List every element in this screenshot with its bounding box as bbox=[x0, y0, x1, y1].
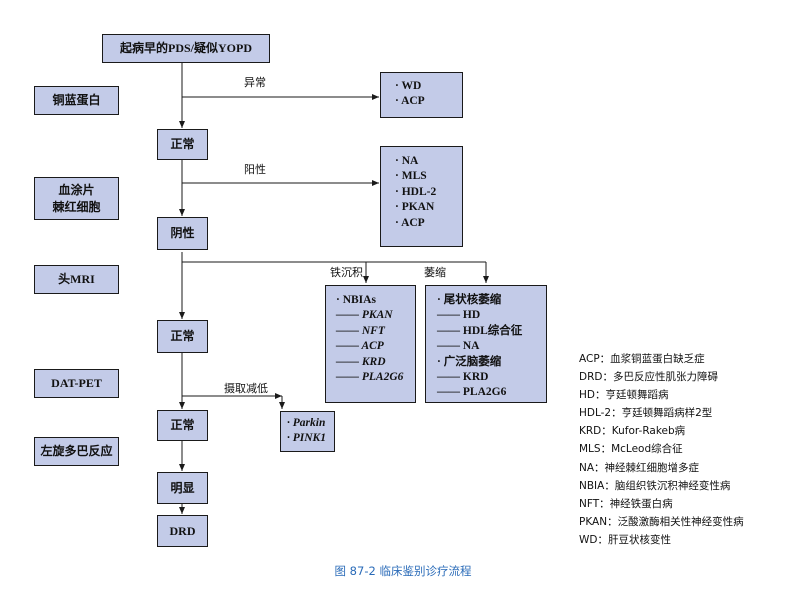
outcome-iron-box: · NBIAs —— PKAN —— NFT —— ACP —— KRD —— … bbox=[325, 285, 416, 403]
legend-item: PKAN：泛酸激酶相关性神经变性病 bbox=[579, 515, 744, 528]
step-normal-3: 正常 bbox=[157, 410, 208, 441]
outcome-item: —— NFT bbox=[336, 324, 385, 337]
start-text: 起病早的PDS/疑似YOPD bbox=[119, 41, 252, 55]
outcome-item: · PKAN bbox=[395, 201, 435, 214]
step-text: 正常 bbox=[170, 137, 195, 151]
outcome-item: —— PLA2G6 bbox=[437, 386, 507, 399]
outcome-item: · 广泛脑萎缩 bbox=[437, 355, 502, 368]
outcome-copper-box: · WD · ACP bbox=[380, 72, 463, 118]
step-normal-1: 正常 bbox=[157, 129, 208, 160]
test-text: 铜蓝蛋白 bbox=[52, 93, 101, 107]
figure-caption: 图 87-2 临床鉴别诊疗流程 bbox=[334, 564, 472, 578]
outcome-item: · HDL-2 bbox=[395, 185, 437, 198]
legend-item: DRD：多巴反应性肌张力障碍 bbox=[579, 371, 718, 384]
outcome-dat-box: · Parkin · PINK1 bbox=[280, 411, 335, 452]
outcome-item: —— ACP bbox=[336, 340, 384, 353]
step-negative: 阴性 bbox=[157, 217, 208, 250]
legend-item: NA：神经棘红细胞增多症 bbox=[579, 461, 700, 474]
step-obvious: 明显 bbox=[157, 472, 208, 504]
test-ceruloplasmin: 铜蓝蛋白 bbox=[34, 86, 119, 115]
step-drd: DRD bbox=[157, 515, 208, 547]
outcome-item: · WD bbox=[395, 80, 422, 92]
step-text: 正常 bbox=[170, 329, 195, 343]
test-text: DAT-PET bbox=[51, 376, 102, 390]
outcome-item: —— PKAN bbox=[336, 309, 393, 322]
outcome-item: —— HD bbox=[437, 309, 481, 322]
step-text: 明显 bbox=[170, 480, 195, 495]
outcome-item: · MLS bbox=[395, 170, 427, 183]
test-dat-pet: DAT-PET bbox=[34, 369, 119, 398]
test-levodopa-response: 左旋多巴反应 bbox=[34, 437, 119, 466]
outcome-atrophy-box: · 尾状核萎缩 —— HD —— HDL综合征 —— NA · 广泛脑萎缩 ——… bbox=[425, 285, 547, 403]
outcome-smear-box: · NA · MLS · HDL-2 · PKAN · ACP bbox=[380, 146, 463, 247]
label-atrophy: 萎缩 bbox=[424, 266, 446, 279]
outcome-item: —— HDL综合征 bbox=[437, 324, 523, 337]
test-head-mri: 头MRI bbox=[34, 265, 119, 294]
outcome-item: · PINK1 bbox=[287, 432, 326, 445]
label-iron: 铁沉积 bbox=[330, 266, 363, 279]
outcome-item: —— KRD bbox=[437, 370, 489, 383]
legend-item: WD：肝豆状核变性 bbox=[579, 533, 671, 546]
label-positive: 阳性 bbox=[244, 163, 266, 176]
outcome-item: · 尾状核萎缩 bbox=[437, 294, 502, 306]
step-normal-2: 正常 bbox=[157, 320, 208, 353]
outcome-item: · NA bbox=[395, 155, 419, 167]
test-text: 血涂片 棘红细胞 bbox=[52, 182, 101, 214]
outcome-item: · Parkin bbox=[287, 417, 326, 429]
legend-item: KRD：Kufor-Rakeb病 bbox=[579, 425, 686, 438]
legend-item: NFT：神经铁蛋白病 bbox=[579, 497, 673, 510]
legend-item: ACP：血浆铜蓝蛋白缺乏症 bbox=[579, 353, 705, 365]
step-text: 正常 bbox=[170, 418, 195, 432]
outcome-item: · ACP bbox=[395, 95, 425, 108]
outcome-item: · NBIAs bbox=[336, 294, 376, 306]
legend-item: HD：亨廷顿舞蹈病 bbox=[579, 389, 669, 402]
label-abnormal: 异常 bbox=[244, 76, 266, 89]
test-blood-smear: 血涂片 棘红细胞 bbox=[34, 177, 119, 220]
test-text: 左旋多巴反应 bbox=[40, 444, 113, 458]
test-text: 头MRI bbox=[58, 272, 95, 286]
abbreviation-legend: ACP：血浆铜蓝蛋白缺乏症 DRD：多巴反应性肌张力障碍 HD：亨廷顿舞蹈病 H… bbox=[579, 350, 744, 549]
outcome-item: —— PLA2G6 bbox=[336, 370, 404, 383]
start-box: 起病早的PDS/疑似YOPD bbox=[102, 34, 270, 63]
step-text: DRD bbox=[169, 523, 196, 538]
outcome-item: —— NA bbox=[437, 340, 480, 353]
label-uptake-reduced: 摄取减低 bbox=[224, 382, 268, 395]
step-text: 阴性 bbox=[170, 226, 195, 240]
legend-item: HDL-2：亨廷顿舞蹈病样2型 bbox=[579, 407, 713, 420]
outcome-item: —— KRD bbox=[336, 355, 386, 368]
legend-item: NBIA：脑组织铁沉积神经变性病 bbox=[579, 479, 731, 492]
outcome-item: · ACP bbox=[395, 216, 425, 229]
legend-item: MLS：McLeod综合征 bbox=[579, 443, 683, 456]
